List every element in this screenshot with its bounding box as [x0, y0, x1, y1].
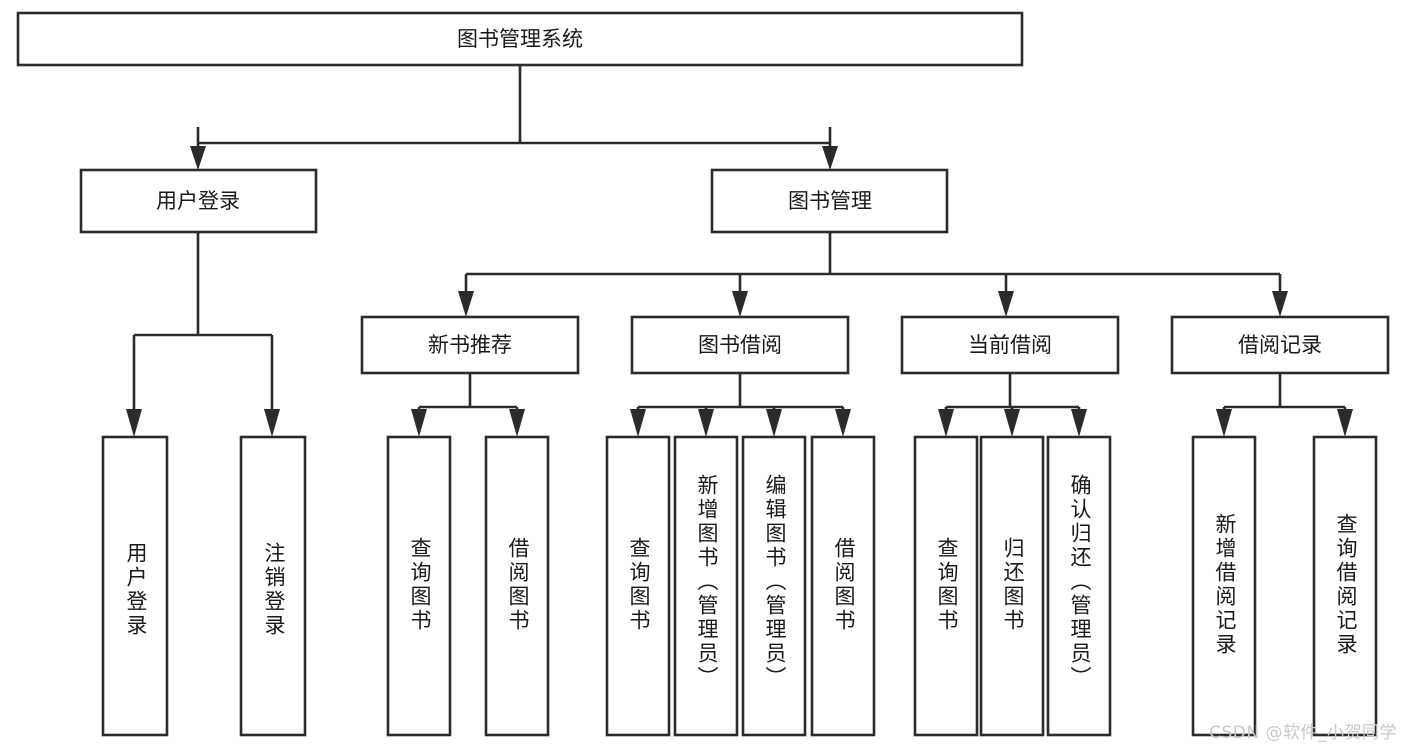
leaf-borrow-borrow-book-box[interactable] [810, 435, 876, 737]
node-root-box[interactable] [16, 11, 1024, 67]
leaf-record-add-box[interactable] [1191, 435, 1257, 737]
arrow-record-leaf-2 [1337, 409, 1353, 437]
leaf-newbook-query-book-label: 查询图书 [408, 537, 432, 633]
node-book-borrow[interactable]: 图书借阅 [630, 315, 850, 375]
arrow-current-leaf-2 [1004, 409, 1020, 437]
leaf-current-query-book-label: 查询图书 [935, 537, 959, 633]
leaf-user-login-label: 用户登录 [124, 542, 148, 638]
node-root-label: 图书管理系统 [457, 27, 583, 51]
node-borrow-record-box[interactable] [1170, 315, 1390, 375]
leaf-borrow-query-book-label: 查询图书 [627, 537, 651, 633]
arrow-borrow-leaf-1 [630, 409, 646, 437]
leaf-borrow-borrow-book[interactable]: 借阅图书 [810, 435, 876, 737]
node-new-book-recommend-label: 新书推荐 [428, 333, 512, 357]
leaf-borrow-add-book[interactable]: 新增图书（管理员） [673, 435, 739, 737]
connector-layer [126, 65, 1353, 437]
leaf-logout-label: 注销登录 [262, 542, 286, 638]
node-current-borrow-box[interactable] [900, 315, 1120, 375]
node-borrow-record-label: 借阅记录 [1238, 333, 1322, 357]
leaf-user-login[interactable]: 用户登录 [101, 435, 169, 737]
leaf-borrow-edit-book[interactable]: 编辑图书（管理员） [741, 435, 807, 737]
leaf-borrow-edit-book-box[interactable] [741, 435, 807, 737]
leaf-record-add[interactable]: 新增借阅记录 [1191, 435, 1257, 737]
leaf-logout-box[interactable] [239, 435, 307, 737]
node-borrow-record[interactable]: 借阅记录 [1170, 315, 1390, 375]
node-book-management-box[interactable] [710, 168, 949, 234]
leaf-borrow-query-book-box[interactable] [605, 435, 671, 737]
leaf-current-confirm-return-label: 确认归还（管理员） [1068, 474, 1092, 690]
leaf-borrow-add-book-label: 新增图书（管理员） [695, 474, 719, 690]
arrow-current-leaf-3 [1071, 409, 1087, 437]
arrow-record-leaf-1 [1216, 409, 1232, 437]
arrow-user-login [190, 146, 206, 170]
node-root[interactable]: 图书管理系统 [16, 11, 1024, 67]
csdn-watermark: CSDN @软件_小贺同学 [1209, 723, 1397, 743]
leaf-borrow-add-book-box[interactable] [673, 435, 739, 737]
node-user-login-box[interactable] [79, 168, 318, 234]
leaf-newbook-borrow-book[interactable]: 借阅图书 [484, 435, 550, 737]
arrow-book-mgmt [822, 146, 838, 170]
node-new-book-recommend-box[interactable] [360, 315, 580, 375]
leaf-current-return-book-box[interactable] [979, 435, 1045, 737]
arrow-book-borrow [732, 291, 748, 317]
leaf-borrow-edit-book-label: 编辑图书（管理员） [763, 474, 787, 690]
leaf-record-query-box[interactable] [1312, 435, 1378, 737]
leaf-newbook-query-book[interactable]: 查询图书 [386, 435, 452, 737]
leaf-borrow-query-book[interactable]: 查询图书 [605, 435, 671, 737]
node-user-login[interactable]: 用户登录 [79, 168, 318, 234]
leaf-current-confirm-return[interactable]: 确认归还（管理员） [1046, 435, 1112, 737]
leaf-current-confirm-return-box[interactable] [1046, 435, 1112, 737]
leaf-record-query-label: 查询借阅记录 [1334, 513, 1358, 657]
leaf-current-return-book[interactable]: 归还图书 [979, 435, 1045, 737]
arrow-current-leaf-1 [938, 409, 954, 437]
leaf-newbook-query-book-box[interactable] [386, 435, 452, 737]
arrow-borrow-record [1272, 291, 1288, 317]
leaf-record-add-label: 新增借阅记录 [1213, 513, 1237, 657]
node-user-login-label: 用户登录 [156, 189, 240, 213]
arrow-borrow-leaf-4 [835, 409, 851, 437]
arrow-leaf-logout [264, 409, 280, 437]
leaf-current-query-book-box[interactable] [913, 435, 979, 737]
node-current-borrow[interactable]: 当前借阅 [900, 315, 1120, 375]
leaf-borrow-borrow-book-label: 借阅图书 [832, 537, 856, 633]
leaf-newbook-borrow-book-box[interactable] [484, 435, 550, 737]
arrow-newbook-leaf-1 [411, 409, 427, 437]
arrow-borrow-leaf-2 [698, 409, 714, 437]
node-book-management-label: 图书管理 [788, 189, 872, 213]
arrow-newbook-leaf-2 [509, 409, 525, 437]
node-book-management[interactable]: 图书管理 [710, 168, 949, 234]
arrow-leaf-user-login [126, 409, 142, 437]
arrow-borrow-leaf-3 [766, 409, 782, 437]
leaf-record-query[interactable]: 查询借阅记录 [1312, 435, 1378, 737]
node-new-book-recommend[interactable]: 新书推荐 [360, 315, 580, 375]
leaf-logout[interactable]: 注销登录 [239, 435, 307, 737]
node-current-borrow-label: 当前借阅 [968, 333, 1052, 357]
node-book-borrow-box[interactable] [630, 315, 850, 375]
leaf-current-return-book-label: 归还图书 [1001, 537, 1025, 633]
arrow-new-book-rec [458, 291, 474, 317]
leaf-user-login-box[interactable] [101, 435, 169, 737]
arrow-current-borrow [998, 291, 1014, 317]
leaf-newbook-borrow-book-label: 借阅图书 [506, 537, 530, 633]
leaf-current-query-book[interactable]: 查询图书 [913, 435, 979, 737]
node-book-borrow-label: 图书借阅 [698, 333, 782, 357]
